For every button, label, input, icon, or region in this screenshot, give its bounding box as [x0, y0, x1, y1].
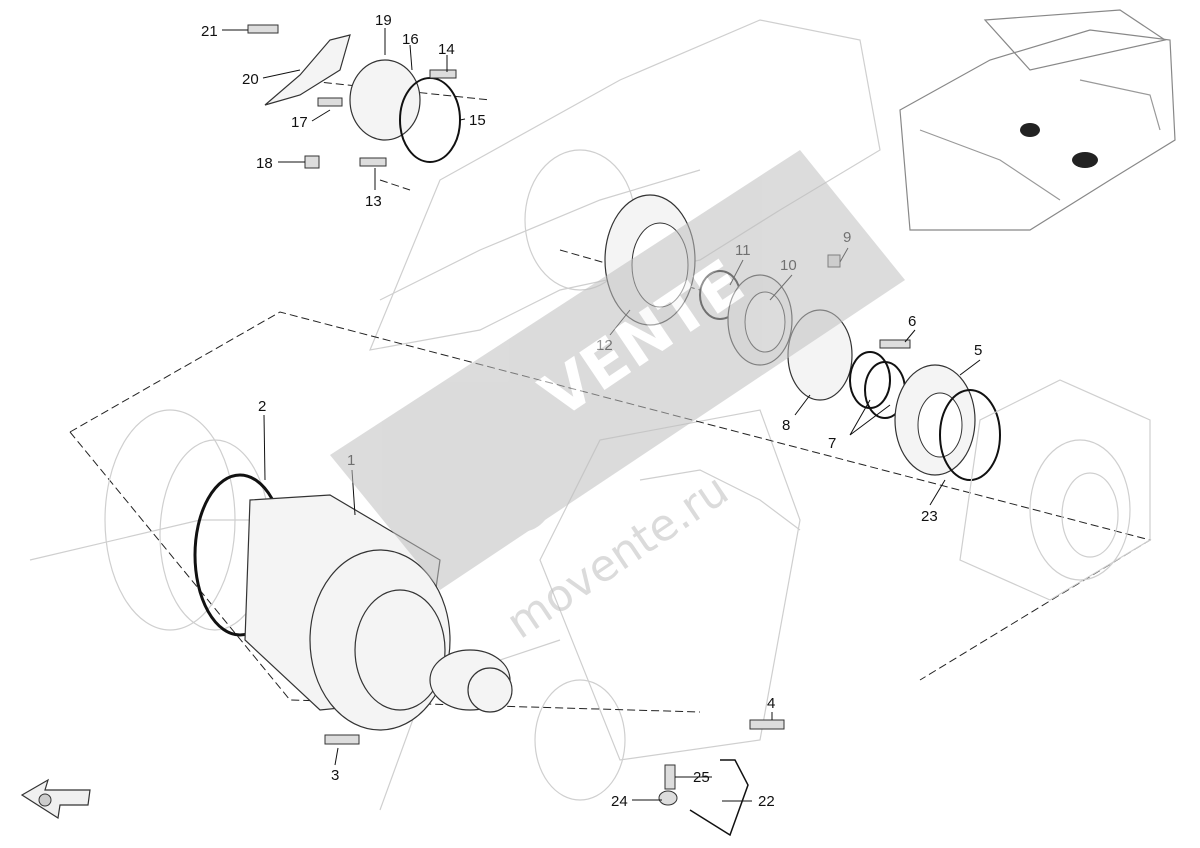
bolt-6 — [879, 339, 911, 349]
callout-4: 4 — [767, 695, 775, 712]
machine-overview-inset — [899, 9, 1176, 231]
forward-arrow-icon — [20, 778, 91, 820]
callout-24: 24 — [611, 793, 628, 810]
bolt-3 — [324, 734, 360, 745]
callout-5: 5 — [974, 342, 982, 359]
bolt-21 — [247, 24, 279, 34]
callout-6: 6 — [908, 313, 916, 330]
final-drive-1 — [244, 494, 513, 731]
callout-14: 14 — [438, 41, 455, 58]
callout-7: 7 — [828, 435, 836, 452]
retaining-clip-22 — [689, 759, 749, 837]
callout-22: 22 — [758, 793, 775, 810]
hub-5 — [894, 364, 976, 476]
drum-right — [959, 379, 1151, 601]
callout-18: 18 — [256, 155, 273, 172]
callout-17: 17 — [291, 114, 308, 131]
callout-15: 15 — [469, 112, 486, 129]
inset-highlight-part — [1020, 123, 1040, 137]
pin-24-25 — [658, 764, 678, 806]
bolt-14 — [429, 69, 457, 79]
plug-18 — [304, 155, 320, 169]
callout-3: 3 — [331, 767, 339, 784]
callout-19: 19 — [375, 12, 392, 29]
callout-20: 20 — [242, 71, 259, 88]
callout-8: 8 — [782, 417, 790, 434]
inset-highlight-part — [1072, 152, 1098, 168]
watermark-band — [330, 150, 905, 590]
bracket-20 — [264, 34, 351, 106]
bolt-17 — [317, 97, 343, 107]
callout-2: 2 — [258, 398, 266, 415]
callout-16: 16 — [402, 31, 419, 48]
callout-23: 23 — [921, 508, 938, 525]
callout-25: 25 — [693, 769, 710, 786]
callout-13: 13 — [365, 193, 382, 210]
bolt-13 — [359, 157, 387, 167]
o-ring-23 — [939, 389, 1001, 481]
watermark-logo — [488, 468, 552, 532]
callout-21: 21 — [201, 23, 218, 40]
callout-labels: 21 19 16 14 20 17 15 18 13 9 11 10 6 12 … — [201, 12, 982, 810]
bolt-4 — [749, 719, 785, 730]
cover-16 — [349, 59, 421, 141]
